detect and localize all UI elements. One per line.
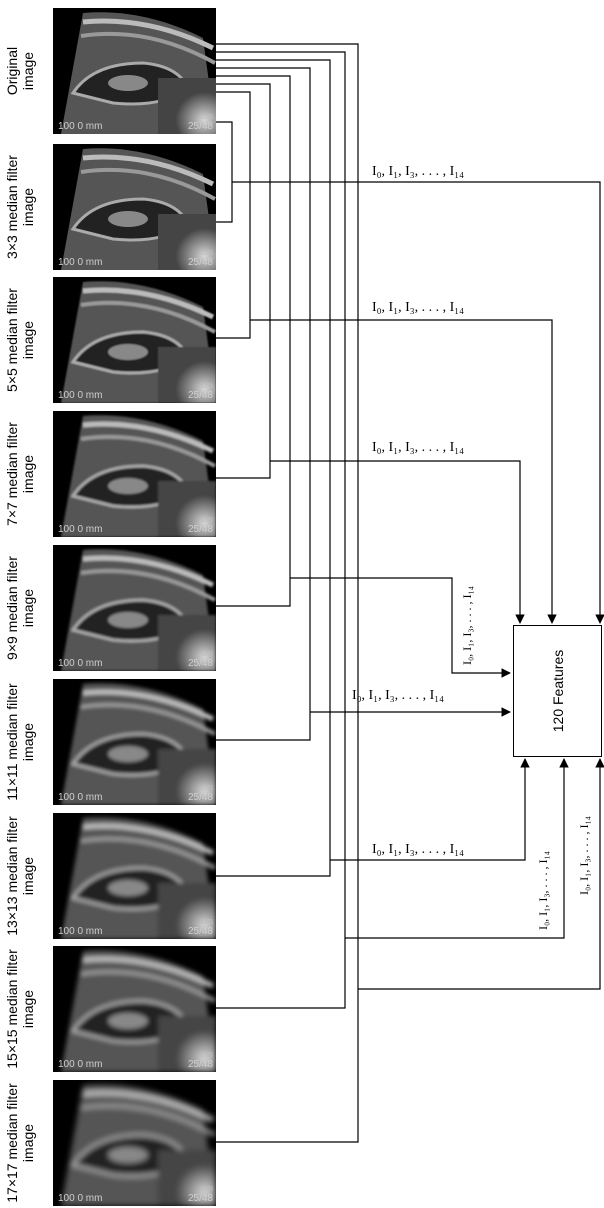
- image-label-line2: image: [20, 142, 36, 272]
- wire-3x3: [216, 122, 232, 222]
- image-label-line1: 11×11 median filter: [4, 677, 20, 807]
- wire-9x9: [216, 76, 290, 606]
- ultrasound-image-5: cm 100 0 mm 25/48: [53, 679, 216, 805]
- image-unit-text: cm: [201, 380, 213, 390]
- wire-11x11: [216, 68, 310, 740]
- image-frame-text: 25/48: [188, 658, 213, 669]
- image-frame-text: 25/48: [188, 792, 213, 803]
- ultrasound-image-6: cm 100 0 mm 25/48: [53, 813, 216, 939]
- image-unit-text: cm: [201, 247, 213, 257]
- image-scale-text: 100 0 mm: [58, 926, 102, 937]
- feature-set-label-17x17: I₀, I₁, I₃, . . . , I₁₄: [577, 816, 592, 895]
- image-scale-text: 100 0 mm: [58, 1193, 102, 1204]
- image-label-line2: image: [20, 543, 36, 673]
- image-scale-text: 100 0 mm: [58, 792, 102, 803]
- ultrasound-image-8: cm 100 0 mm 25/48: [53, 1080, 216, 1206]
- arrow-3x3-to-features: [232, 182, 600, 623]
- arrow-7x7-to-features: [270, 461, 520, 623]
- wire-7x7: [216, 84, 270, 478]
- image-unit-text: cm: [201, 1049, 213, 1059]
- image-frame-text: 25/48: [188, 121, 213, 132]
- image-scale-text: 100 0 mm: [58, 390, 102, 401]
- image-frame-text: 25/48: [188, 390, 213, 401]
- image-label-line1: 17×17 median filter: [4, 1078, 20, 1208]
- image-unit-text: cm: [201, 111, 213, 121]
- wire-17x17: [216, 44, 358, 1142]
- image-label-line1: 9×9 median filter: [4, 543, 20, 673]
- image-label-line1: 13×13 median filter: [4, 811, 20, 941]
- image-scale-text: 100 0 mm: [58, 524, 102, 535]
- feature-set-label-11x11: I₀, I₁, I₃, . . . , I₁₄: [352, 688, 444, 704]
- feature-set-label-3x3: I₀, I₁, I₃, . . . , I₁₄: [372, 164, 464, 180]
- image-label-line1: 5×5 median filter: [4, 275, 20, 405]
- feature-set-label-7x7: I₀, I₁, I₃, . . . , I₁₄: [372, 440, 464, 456]
- wire-15x15: [216, 52, 345, 1008]
- wire-5x5: [216, 92, 250, 338]
- image-label-line2: image: [20, 677, 36, 807]
- image-unit-text: cm: [201, 514, 213, 524]
- image-frame-text: 25/48: [188, 1059, 213, 1070]
- image-frame-text: 25/48: [188, 524, 213, 535]
- image-frame-text: 25/48: [188, 257, 213, 268]
- image-frame-text: 25/48: [188, 926, 213, 937]
- image-label-line2: image: [20, 811, 36, 941]
- feature-set-label-5x5: I₀, I₁, I₃, . . . , I₁₄: [372, 300, 464, 316]
- ultrasound-image-2: cm 100 0 mm 25/48: [53, 277, 216, 403]
- image-scale-text: 100 0 mm: [58, 257, 102, 268]
- ultrasound-image-0: cm 100 0 mm 25/48: [53, 8, 216, 134]
- image-label-line2: image: [20, 1078, 36, 1208]
- ultrasound-image-7: cm 100 0 mm 25/48: [53, 946, 216, 1072]
- image-unit-text: cm: [201, 1183, 213, 1193]
- image-scale-text: 100 0 mm: [58, 658, 102, 669]
- image-unit-text: cm: [201, 916, 213, 926]
- image-label-line2: image: [20, 944, 36, 1074]
- image-frame-text: 25/48: [188, 1193, 213, 1204]
- image-unit-text: cm: [201, 782, 213, 792]
- features-box: 120 Features: [513, 625, 602, 757]
- image-label-line2: image: [20, 409, 36, 539]
- ultrasound-image-3: cm 100 0 mm 25/48: [53, 411, 216, 537]
- image-label-line1: 7×7 median filter: [4, 409, 20, 539]
- image-scale-text: 100 0 mm: [58, 1059, 102, 1070]
- feature-set-label-15x15: I₀, I₁, I₃, . . . , I₁₄: [536, 851, 551, 930]
- image-label-line2: image: [20, 275, 36, 405]
- ultrasound-image-4: cm 100 0 mm 25/48: [53, 545, 216, 671]
- image-unit-text: cm: [201, 648, 213, 658]
- ultrasound-image-1: cm 100 0 mm 25/48: [53, 144, 216, 270]
- image-label-line1: 3×3 median filter: [4, 142, 20, 272]
- arrow-9x9-to-features: [290, 578, 510, 673]
- image-scale-text: 100 0 mm: [58, 121, 102, 132]
- features-label: 120 Features: [550, 650, 566, 733]
- feature-set-label-9x9: I₀, I₁, I₃, . . . , I₁₄: [460, 586, 475, 665]
- image-label-line2: image: [20, 6, 36, 136]
- feature-set-label-13x13: I₀, I₁, I₃, . . . , I₁₄: [372, 842, 464, 858]
- image-label-line1: Original: [4, 6, 20, 136]
- image-label-line1: 15×15 median filter: [4, 944, 20, 1074]
